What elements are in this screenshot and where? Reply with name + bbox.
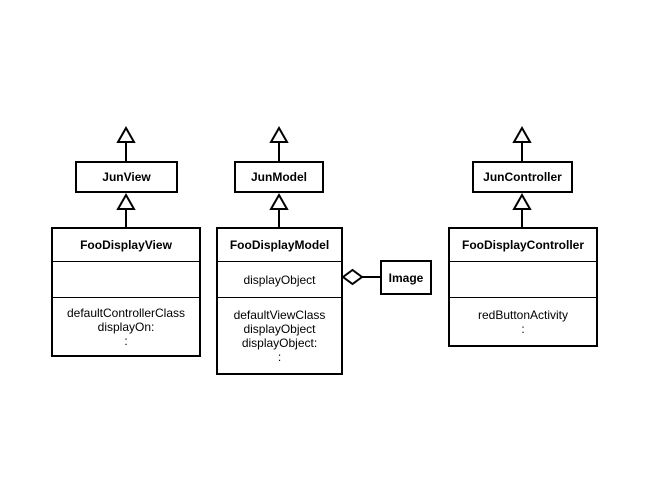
foodisplaycontroller-class-name: FooDisplayController — [461, 238, 584, 252]
method-item: defaultControllerClass — [66, 305, 186, 320]
method-item: redButtonActivity — [477, 307, 569, 322]
foodisplayview-attributes — [53, 261, 199, 298]
foomodel-inheritance-arrow — [269, 192, 289, 210]
foodisplayview-class-name: FooDisplayView — [80, 238, 172, 252]
foodisplayview-class-box: FooDisplayView defaultControllerClass di… — [51, 227, 201, 357]
junview-inheritance-arrow — [116, 125, 136, 143]
fooview-inheritance-arrow — [116, 192, 136, 210]
junmodel-class-name: JunModel — [251, 170, 307, 184]
junmodel-class-box: JunModel — [234, 161, 324, 193]
foodisplaycontroller-class-box: FooDisplayController redButtonActivity : — [448, 227, 598, 347]
foodisplaymodel-class-box: FooDisplayModel displayObject defaultVie… — [216, 227, 343, 375]
method-item: displayObject: — [241, 335, 318, 350]
foodisplaymodel-attributes: displayObject — [218, 261, 341, 298]
foodisplaycontroller-attributes — [450, 261, 596, 298]
juncontroller-inheritance-arrow — [512, 125, 532, 143]
foodisplaycontroller-methods: redButtonActivity : — [450, 297, 596, 345]
juncontroller-class-name: JunController — [483, 170, 562, 184]
method-item: displayOn: — [97, 319, 155, 334]
foodisplaymodel-methods: defaultViewClass displayObject displayOb… — [218, 297, 341, 373]
method-item: displayObject — [243, 321, 316, 336]
junmodel-inheritance-arrow — [269, 125, 289, 143]
method-item: : — [521, 321, 525, 336]
junview-class-name: JunView — [102, 170, 151, 184]
foocontroller-inheritance-arrow — [512, 192, 532, 210]
foodisplayview-methods: defaultControllerClass displayOn: : — [53, 297, 199, 355]
aggregation-diamond — [341, 268, 364, 286]
method-item: defaultViewClass — [233, 307, 326, 322]
image-class-box: Image — [380, 260, 432, 295]
image-class-name: Image — [388, 270, 424, 285]
attribute-item: displayObject — [243, 273, 316, 287]
juncontroller-class-box: JunController — [472, 161, 573, 193]
junview-class-box: JunView — [75, 161, 178, 193]
method-item: : — [277, 349, 282, 364]
foodisplaymodel-class-name: FooDisplayModel — [229, 238, 330, 252]
method-item: : — [124, 333, 128, 348]
